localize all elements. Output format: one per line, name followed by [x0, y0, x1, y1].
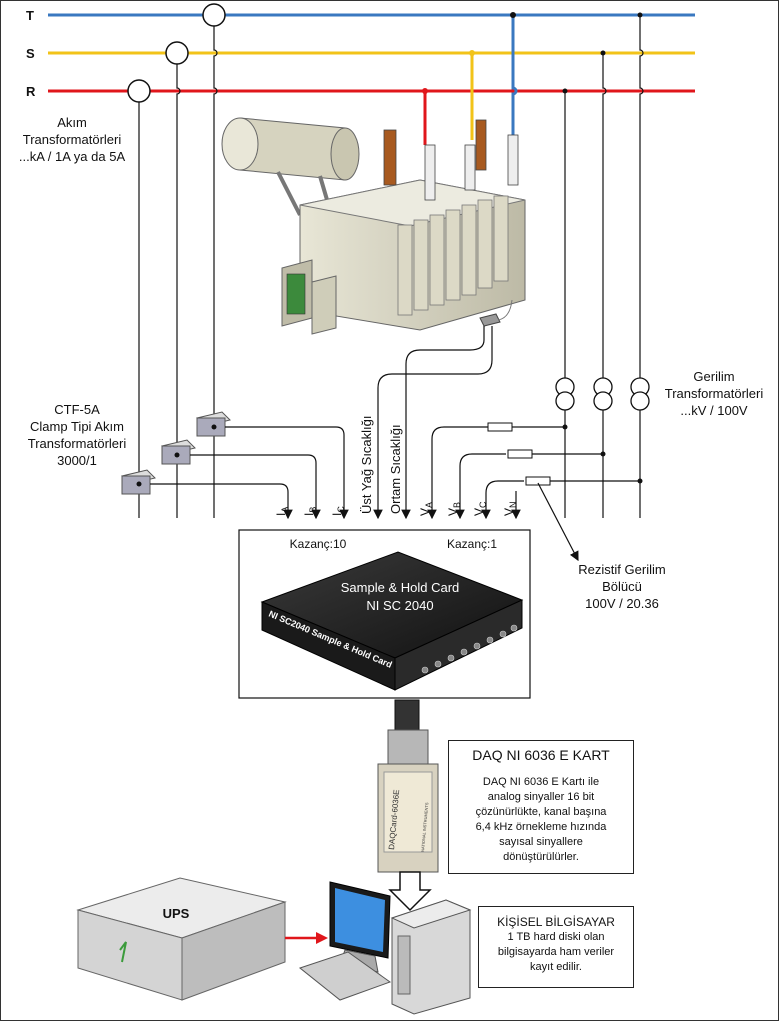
- phase-r-label: R: [26, 84, 36, 99]
- daq-info-line6: dönüştürülürler.: [503, 851, 579, 863]
- pc-info-title: KİŞİSEL BİLGİSAYAR: [497, 915, 615, 929]
- top-oil-line: [373, 326, 493, 520]
- signal-ia: IA: [274, 507, 290, 516]
- pc-info-line1: 1 TB hard diski olan: [507, 931, 605, 943]
- daq-info-line1: DAQ NI 6036 E Kartı ile: [482, 776, 600, 788]
- sample-hold-title: Sample & Hold Card: [341, 580, 460, 595]
- phase-t-label: T: [26, 8, 34, 23]
- pc-info-line3: kayıt edilir.: [530, 961, 582, 973]
- daq-brand: NATIONAL INSTRUMENTS: [420, 802, 429, 852]
- ups-label: UPS: [163, 906, 190, 921]
- daq-info-line4: 6,4 kHz örnekleme hızında: [475, 821, 607, 833]
- vt-symbols: [555, 377, 650, 411]
- signal-vc: VC: [472, 501, 488, 516]
- ambient-line: [401, 326, 485, 520]
- ct-label-1: Akım: [57, 115, 87, 130]
- vt-label-1: Gerilim: [693, 369, 734, 384]
- daq-info-title: DAQ NI 6036 E KART: [472, 747, 610, 763]
- daq-info-line2: analog sinyaller 16 bit: [487, 791, 595, 803]
- tap-t: [511, 15, 518, 135]
- daq-cable-and-card: [377, 699, 439, 873]
- divider-pointer: [537, 482, 579, 562]
- clamp-ct-devices: [121, 411, 231, 495]
- ct-s-circle: [165, 41, 189, 65]
- down-arrow: [388, 871, 432, 912]
- sample-hold-model: NI SC 2040: [366, 598, 433, 613]
- divider-label-1: Rezistif Gerilim: [578, 562, 665, 577]
- phase-s-label: S: [26, 46, 35, 61]
- ct-t-circle: [202, 3, 226, 27]
- pc-illustration: [298, 881, 472, 1015]
- signal-ib: IB: [302, 507, 318, 516]
- daq-info-line3: çözünürlükte, kanal başına: [475, 806, 607, 818]
- va-line: [432, 426, 565, 518]
- signal-vn: VN: [502, 501, 518, 516]
- pc-info-line2: bilgisayarda ham veriler: [497, 946, 615, 958]
- resistor-b: [507, 449, 533, 459]
- signal-va: VA: [418, 502, 434, 516]
- divider-label-2: Bölücü: [602, 579, 642, 594]
- ic-line: [225, 426, 349, 520]
- daq-info-box: DAQ NI 6036 E KART DAQ NI 6036 E Kartı i…: [448, 740, 634, 874]
- pc-info-box: KİŞİSEL BİLGİSAYAR 1 TB hard diski olan …: [478, 906, 634, 988]
- clamp-label-1: CTF-5A: [54, 402, 100, 417]
- current-gain-label: Kazanç:10: [290, 537, 347, 551]
- daq-info-line5: sayısal sinyallere: [499, 836, 583, 848]
- resistor-c: [525, 476, 551, 486]
- ct-label-3: ...kA / 1A ya da 5A: [19, 149, 126, 164]
- ib-line: [190, 454, 321, 520]
- ups-device: [76, 877, 287, 1001]
- power-transformer-illustration: [221, 117, 526, 335]
- top-oil-label: Üst Yağ Sıcaklığı: [359, 415, 374, 514]
- ambient-label: Ortam Sıcaklığı: [388, 424, 403, 514]
- signal-vb: VB: [446, 502, 462, 516]
- sample-hold-card: [260, 551, 524, 691]
- ia-line: [150, 483, 293, 520]
- vb-line: [460, 453, 603, 518]
- signal-ic: IC: [330, 506, 346, 516]
- clamp-label-3: Transformatörleri: [28, 436, 127, 451]
- clamp-label-4: 3000/1: [57, 453, 97, 468]
- clamp-label-2: Clamp Tipi Akım: [30, 419, 124, 434]
- ct-r-circle: [127, 79, 151, 103]
- divider-label-3: 100V / 20.36: [585, 596, 659, 611]
- vt-label-3: ...kV / 100V: [680, 403, 748, 418]
- vt-label-2: Transformatörleri: [665, 386, 764, 401]
- resistor-a: [487, 422, 513, 432]
- voltage-gain-label: Kazanç:1: [447, 537, 497, 551]
- ct-label-2: Transformatörleri: [23, 132, 122, 147]
- vc-line: [486, 480, 640, 518]
